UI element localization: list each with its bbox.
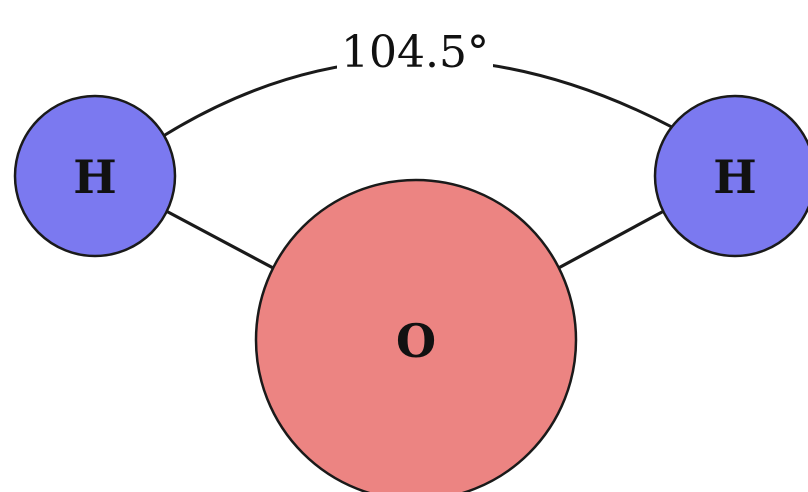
right-hydrogen-atom: H [653,94,808,258]
right-hydrogen-sphere [653,94,808,258]
angle-label-background [337,26,493,72]
oxygen-sphere [254,178,578,492]
angle-label: 104.5° [341,27,489,78]
oxygen-label: O [396,314,436,368]
left-bond [166,210,294,280]
left-hydrogen-sphere [13,94,177,258]
left-hydrogen-atom: H [13,94,177,258]
right-bond [538,210,664,280]
right-hydrogen-label: H [713,150,756,204]
oxygen-atom: O [254,178,578,492]
left-hydrogen-label: H [73,150,116,204]
